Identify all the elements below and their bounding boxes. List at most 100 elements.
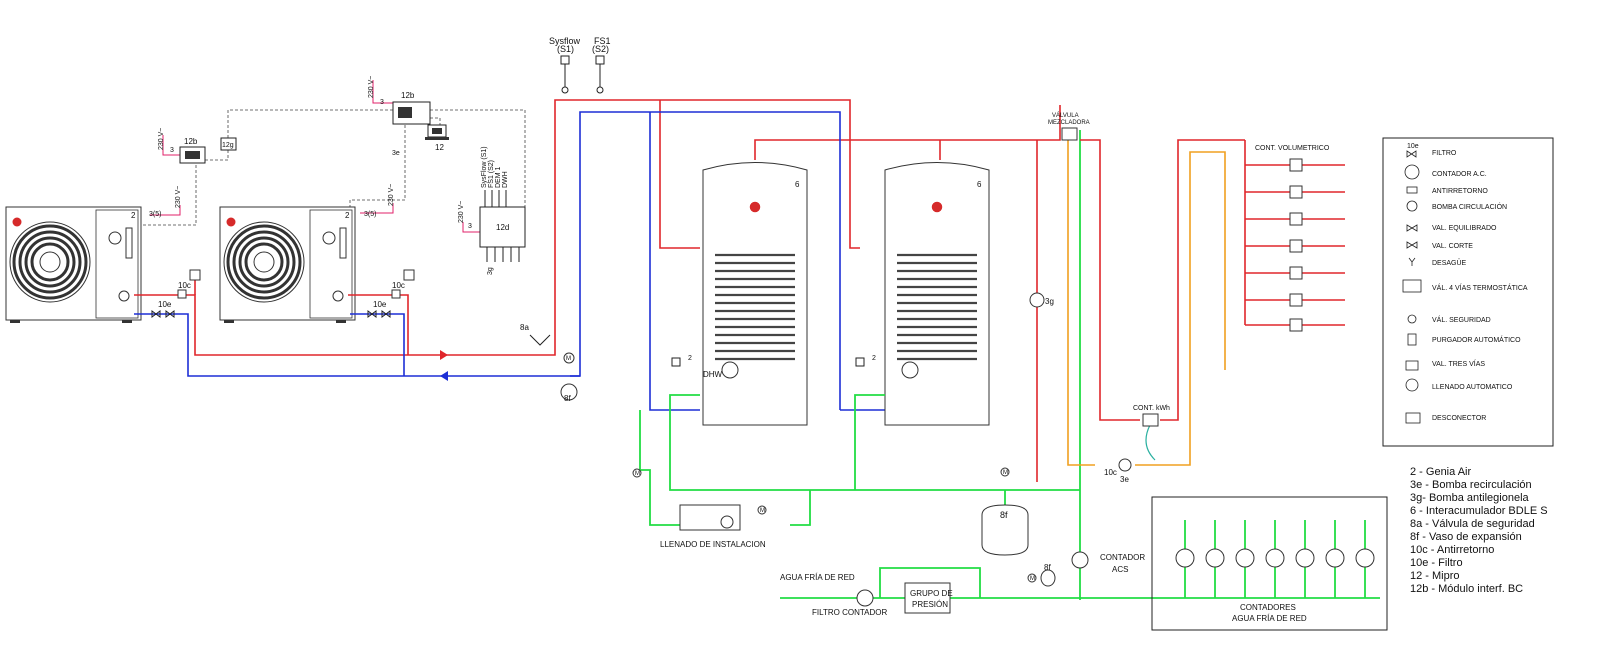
input-12d-3: DEM 1 bbox=[495, 167, 502, 189]
contadores-line2: AGUA FRÍA DE RED bbox=[1232, 614, 1307, 623]
check-valve-1-label: 10c bbox=[178, 281, 191, 290]
legend-item-10: PURGADOR AUTOMÁTICO bbox=[1432, 335, 1521, 344]
primary-fittings: 10c 10c 10e 10e 8a M 8f bbox=[151, 269, 578, 403]
expansion-vessel-label: 8f bbox=[1000, 510, 1008, 520]
note-2: 3e - Bomba recirculación bbox=[1410, 479, 1532, 491]
label-3g-12d: 3g bbox=[487, 267, 494, 275]
safety-valve-label: 8a bbox=[520, 323, 529, 332]
filling-assembly: M M LLENADO DE INSTALACION bbox=[632, 468, 767, 549]
tank-1: 6 DHW bbox=[702, 162, 808, 426]
note-6: 8f - Vaso de expansión bbox=[1410, 531, 1522, 543]
valvula-mezcladora-line2: MEZCLADORA bbox=[1048, 120, 1090, 126]
motor-label-filling: M bbox=[760, 508, 765, 514]
check-valve-recirc-label: 10c bbox=[1104, 468, 1117, 477]
wire-3-a: 3 bbox=[170, 147, 174, 154]
filter-1-label: 10e bbox=[158, 300, 172, 309]
fs1-label-2: (S2) bbox=[592, 44, 609, 54]
note-1: 2 - Genia Air bbox=[1410, 466, 1471, 478]
sysflow-label-1: Sysflow bbox=[549, 36, 581, 46]
tank-sensors: 2 2 bbox=[671, 355, 876, 367]
module-12b-right-label: 12b bbox=[401, 91, 415, 100]
sysflow-label-2: (S1) bbox=[557, 44, 574, 54]
legend-item-5: VAL. EQUILIBRADO bbox=[1432, 225, 1497, 232]
wire-3-b: 3 bbox=[380, 99, 384, 106]
heat-pump-1-tag: 2 bbox=[131, 211, 136, 220]
component-notes: 2 - Genia Air 3e - Bomba recirculación 3… bbox=[1410, 466, 1548, 595]
power-label-c: 230 V~ bbox=[175, 186, 182, 208]
tank-2-tag: 6 bbox=[977, 180, 982, 189]
input-12d-2: FS1 (S2) bbox=[488, 160, 495, 188]
controls: 12b 12g 12b 12 12d SysFlow (S1) FS1 (S2)… bbox=[149, 76, 526, 275]
legend-item-12: LLENADO AUTOMATICO bbox=[1432, 384, 1513, 391]
power-label-a: 230 V~ bbox=[158, 128, 165, 150]
module-12b-left-label: 12b bbox=[184, 137, 198, 146]
water-circuit bbox=[639, 130, 1380, 600]
note-8: 10e - Filtro bbox=[1410, 557, 1463, 569]
expansion-vessel: M 8f bbox=[981, 467, 1029, 556]
tank-1-dhw-label: DHW bbox=[703, 370, 723, 379]
motor-label-vessel: M bbox=[1003, 470, 1008, 476]
contadores-line1: CONTADORES bbox=[1240, 603, 1296, 612]
note-9: 12 - Mipro bbox=[1410, 570, 1460, 582]
recirculation-circuit: VÁLVULA MEZCLADORA 3g CONT. kWh 10c 3e bbox=[1029, 112, 1245, 484]
legend-item-1: FILTRO bbox=[1432, 150, 1457, 157]
valvula-mezcladora-line1: VÁLVULA bbox=[1052, 112, 1079, 119]
note-3: 3g- Bomba antilegionela bbox=[1410, 492, 1530, 504]
label-3e-controls: 3e bbox=[392, 150, 400, 157]
filtro-contador-label: FILTRO CONTADOR bbox=[812, 608, 887, 617]
heat-pump-1: 2 bbox=[5, 206, 142, 323]
tank-2-sensor-label: 2 bbox=[872, 355, 876, 362]
power-feeds bbox=[150, 80, 480, 233]
power-label-e: 230 V~ bbox=[458, 201, 465, 223]
note-10: 12b - Módulo interf. BC bbox=[1410, 583, 1523, 595]
expansion-primary-label: 8f bbox=[564, 394, 571, 403]
heat-pump-2: 2 bbox=[219, 206, 356, 323]
module-12g-label: 12g bbox=[222, 142, 234, 149]
filter-2-label: 10e bbox=[373, 300, 387, 309]
motor-label-cold: M bbox=[1030, 576, 1035, 582]
grupo-presion-line1: GRUPO DE bbox=[910, 589, 953, 598]
legend-item-13: DESCONECTOR bbox=[1432, 415, 1486, 422]
sensors: Sysflow (S1) FS1 (S2) bbox=[549, 36, 611, 94]
llenado-label: LLENADO DE INSTALACION bbox=[660, 540, 766, 549]
recirc-pump-label: 3e bbox=[1120, 475, 1129, 484]
power-label-d: 230 V~ bbox=[388, 184, 395, 206]
antilegionella-pump-label: 3g bbox=[1045, 297, 1054, 306]
wire-3-c: 3 bbox=[468, 223, 472, 230]
motor-label-primary: M bbox=[566, 356, 571, 362]
cont-kwh-label: CONT. kWh bbox=[1133, 405, 1170, 412]
input-12d-4: DWH bbox=[502, 171, 509, 188]
contador-acs-line2: ACS bbox=[1112, 565, 1128, 574]
legend-item-6: VAL. CORTE bbox=[1432, 243, 1473, 250]
legend-item-7: DESAGÜE bbox=[1432, 259, 1467, 267]
cold-water-supply: AGUA FRÍA DE RED FILTRO CONTADOR GRUPO D… bbox=[780, 551, 1145, 617]
note-4: 6 - Interacumulador BDLE S bbox=[1410, 505, 1548, 517]
check-valve-2-label: 10c bbox=[392, 281, 405, 290]
legend-filter-symbol-tag: 10e bbox=[1407, 143, 1419, 150]
legend-item-9: VÁL. SEGURIDAD bbox=[1432, 315, 1491, 324]
module-12d-label: 12d bbox=[496, 223, 509, 232]
legend-item-8: VÁL. 4 VÍAS TERMOSTÁTICA bbox=[1432, 283, 1528, 292]
fs1-label-1: FS1 bbox=[594, 36, 611, 46]
legend-item-3: ANTIRRETORNO bbox=[1432, 188, 1488, 195]
heat-pump-2-tag: 2 bbox=[345, 211, 350, 220]
tank-2: 6 bbox=[884, 162, 990, 426]
legend-box: 10e FILTRO CONTADOR A.C. ANTIRRETORNO BO… bbox=[1382, 137, 1554, 447]
power-label-b: 230 V~ bbox=[368, 76, 375, 98]
input-12d-1: SysFlow (S1) bbox=[481, 146, 488, 188]
water-meters-box: CONTADORES AGUA FRÍA DE RED bbox=[1151, 496, 1388, 631]
mipro-label: 12 bbox=[435, 143, 444, 152]
tank-1-tag: 6 bbox=[795, 180, 800, 189]
volumetric-counters: CONT. VOLUMETRICO bbox=[1244, 140, 1345, 332]
note-7: 10c - Antirretorno bbox=[1410, 544, 1494, 556]
legend-item-11: VAL. TRES VÍAS bbox=[1432, 359, 1485, 368]
expansion-cold-label: 8f bbox=[1044, 563, 1051, 572]
agua-fria-label: AGUA FRÍA DE RED bbox=[780, 573, 855, 582]
grupo-presion-line2: PRESIÓN bbox=[912, 600, 948, 609]
wire-3-5-a: 3(5) bbox=[149, 211, 161, 218]
note-5: 8a - Válvula de seguridad bbox=[1410, 518, 1535, 530]
tank-1-sensor-label: 2 bbox=[688, 355, 692, 362]
wire-3-5-b: 3(5) bbox=[364, 211, 376, 218]
legend-item-2: CONTADOR A.C. bbox=[1432, 171, 1487, 178]
